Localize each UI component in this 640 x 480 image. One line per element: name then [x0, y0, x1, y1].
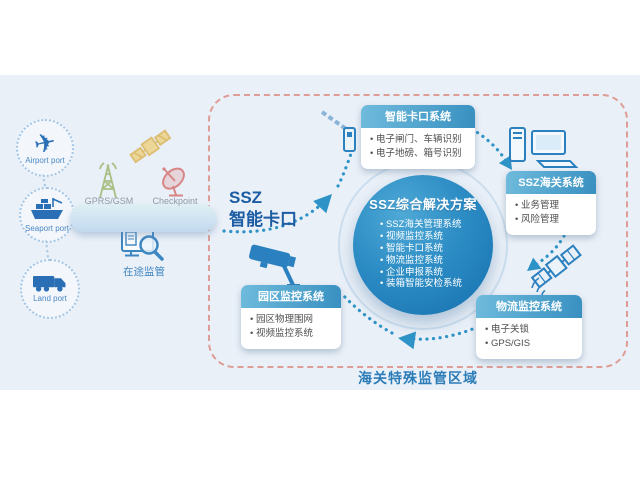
central-item: 物流监控系统 [380, 255, 493, 267]
airport-port-label: Airport port [25, 156, 65, 165]
central-item: 视频监控系统 [380, 231, 493, 243]
gprs-gsm-label: GPRS/GSM [84, 196, 134, 206]
customs-zone-label: 海关特殊监管区域 [358, 370, 478, 386]
transit-band [70, 204, 216, 232]
logistics-monitoring-system-list: 电子关锁 GPS/GIS [485, 323, 582, 352]
airport-port-node: ✈ Airport port [16, 119, 74, 177]
central-solution-list: SSZ海关管理系统 视频监控系统 智能卡口系统 物流监控系统 企业申报系统 装箱… [380, 219, 493, 290]
cargo-ship-icon [31, 197, 63, 219]
transit-supervision-label: 在途监管 [123, 266, 165, 278]
logistics-monitoring-system-box: 物流监控系统 电子关锁 GPS/GIS [476, 295, 582, 359]
smart-checkpoint-system-list: 电子闸门、车辆识别 电子地磅、箱号识别 [370, 133, 475, 162]
ssz-smart-checkpoint-title: SSZ 智能卡口 [229, 187, 297, 231]
land-port-node: Land port [20, 259, 80, 319]
smart-checkpoint-system-box: 智能卡口系统 电子闸门、车辆识别 电子地磅、箱号识别 [361, 105, 475, 169]
box-item: 业务管理 [515, 199, 596, 213]
truck-icon [33, 275, 66, 292]
park-monitoring-system-list: 园区物理围网 视频监控系统 [250, 313, 341, 342]
checkpoint-label: Checkpoint [152, 196, 198, 206]
box-item: 电子地磅、箱号识别 [370, 147, 475, 161]
ssz-customs-system-title: SSZ海关系统 [506, 171, 596, 194]
seaport-port-node: Seaport port [19, 187, 75, 243]
ssz-customs-system-list: 业务管理 风险管理 [515, 199, 596, 228]
central-item: 企业申报系统 [380, 267, 493, 279]
box-item: 视频监控系统 [250, 327, 341, 341]
park-monitoring-system-box: 园区监控系统 园区物理围网 视频监控系统 [241, 285, 341, 349]
ssz-customs-system-box: SSZ海关系统 业务管理 风险管理 [506, 171, 596, 235]
park-monitoring-system-title: 园区监控系统 [241, 285, 341, 308]
ssz-title-line1: SSZ [229, 188, 263, 207]
central-item: 装箱智能安检系统 [380, 278, 493, 290]
box-item: 园区物理围网 [250, 313, 341, 327]
logistics-monitoring-system-title: 物流监控系统 [476, 295, 582, 318]
seaport-port-label: Seaport port [24, 223, 70, 233]
box-item: 风险管理 [515, 213, 596, 227]
land-port-label: Land port [33, 293, 67, 303]
ssz-title-line2: 智能卡口 [229, 210, 297, 229]
smart-checkpoint-system-title: 智能卡口系统 [361, 105, 475, 128]
central-solution-title: SSZ综合解决方案 [369, 197, 477, 212]
box-item: GPS/GIS [485, 337, 582, 351]
airplane-icon: ✈ [31, 126, 59, 160]
central-solution-circle: SSZ综合解决方案 SSZ海关管理系统 视频监控系统 智能卡口系统 物流监控系统… [353, 175, 493, 315]
box-item: 电子关锁 [485, 323, 582, 337]
central-item: SSZ海关管理系统 [380, 219, 493, 231]
box-item: 电子闸门、车辆识别 [370, 133, 475, 147]
customs-zone-dashed-border [208, 94, 628, 368]
central-item: 智能卡口系统 [380, 243, 493, 255]
